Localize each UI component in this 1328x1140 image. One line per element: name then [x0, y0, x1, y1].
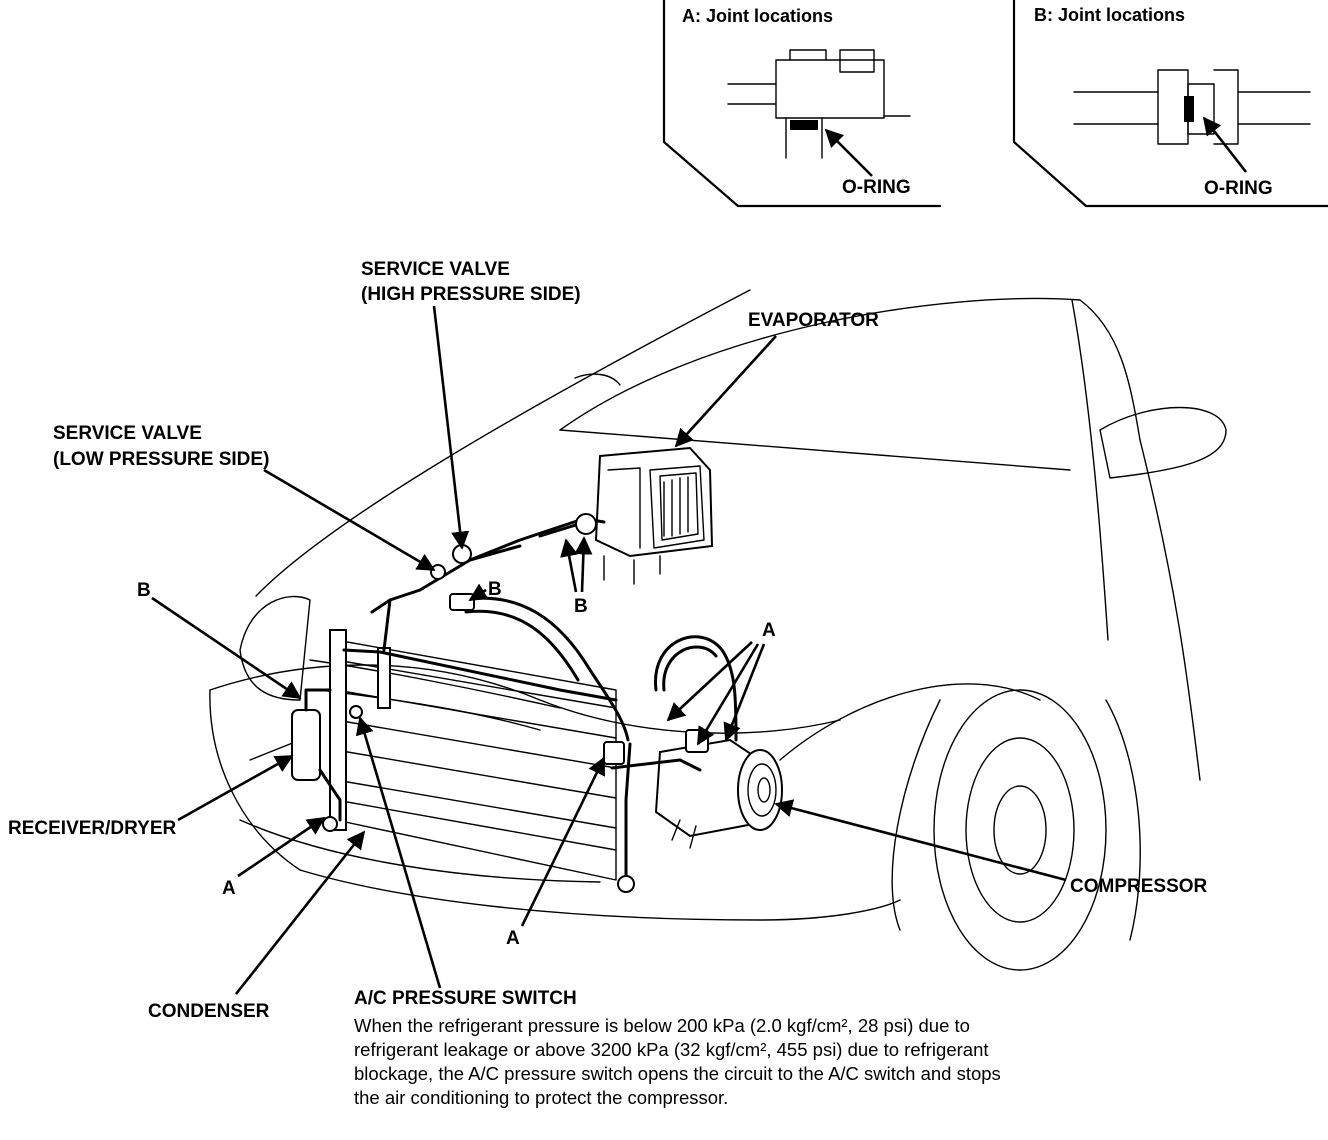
joint-a-label-compressor: A	[762, 620, 776, 641]
joint-a-label-condenser: A	[222, 878, 236, 899]
joint-a-label-lower: A	[506, 928, 520, 949]
compressor-label: COMPRESSOR	[1070, 876, 1208, 897]
inset-b-oring-label: O-RING	[1204, 178, 1273, 199]
evaporator-label: EVAPORATOR	[748, 310, 879, 331]
inset-a-oring-arrow	[824, 128, 873, 177]
inset-a-joint-drawing	[727, 49, 911, 159]
joint-a-compressor-leader-2	[723, 643, 766, 742]
joint-b-label-receiver: B	[137, 580, 151, 601]
joint-b-label-center: B	[488, 579, 502, 600]
service-valve-high-leader	[432, 305, 470, 550]
service-valve-high-label-line1: SERVICE VALVE	[361, 259, 510, 280]
evaporator	[594, 446, 714, 585]
condenser-leader	[234, 830, 366, 995]
receiver-dryer	[291, 688, 342, 832]
service-valve-high-label-line2: (HIGH PRESSURE SIDE)	[361, 284, 581, 305]
joint-b-center-leader	[468, 583, 489, 602]
inset-b-joint-drawing	[1073, 69, 1311, 145]
joint-a-compressor-leader-3	[666, 641, 753, 722]
service-valve-low-leader	[263, 468, 436, 572]
car-body-outline	[209, 289, 1227, 971]
compressor-leader	[774, 799, 1067, 882]
condenser	[329, 629, 617, 881]
inset-b-panel: B: Joint locations O-RING	[1012, 0, 1328, 208]
joint-a-condenser-leader	[237, 816, 326, 878]
evaporator-leader	[674, 335, 777, 448]
joint-b-evap-leader-1	[560, 538, 579, 593]
pressure-switch-leader	[355, 716, 442, 989]
pressure-switch-title: A/C PRESSURE SWITCH	[354, 988, 577, 1009]
joint-a-compressor-leader-1	[696, 643, 760, 746]
inset-a-oring-label: O-RING	[842, 177, 911, 198]
receiver-dryer-label: RECEIVER/DRYER	[8, 818, 176, 839]
service-valve-low-label-line2: (LOW PRESSURE SIDE)	[53, 449, 269, 470]
condenser-label: CONDENSER	[148, 1001, 270, 1022]
inset-a-title: A: Joint locations	[682, 6, 833, 26]
joint-b-evap-leader-2	[574, 536, 593, 593]
service-valve-low-label-line1: SERVICE VALVE	[53, 423, 202, 444]
receiver-dryer-leader	[177, 754, 294, 822]
inset-a-panel: A: Joint locations O-RING	[662, 0, 942, 208]
joint-a-lower-leader	[520, 756, 606, 927]
inset-b-oring-arrow	[1202, 116, 1248, 173]
joint-b-label-evaporator: B	[574, 596, 588, 617]
joint-b-receiver-leader	[151, 596, 302, 700]
inset-b-title: B: Joint locations	[1034, 5, 1185, 25]
compressor	[654, 738, 783, 849]
refrigerant-lines	[342, 513, 738, 893]
pressure-switch-description: When the refrigerant pressure is below 2…	[354, 1015, 1001, 1108]
